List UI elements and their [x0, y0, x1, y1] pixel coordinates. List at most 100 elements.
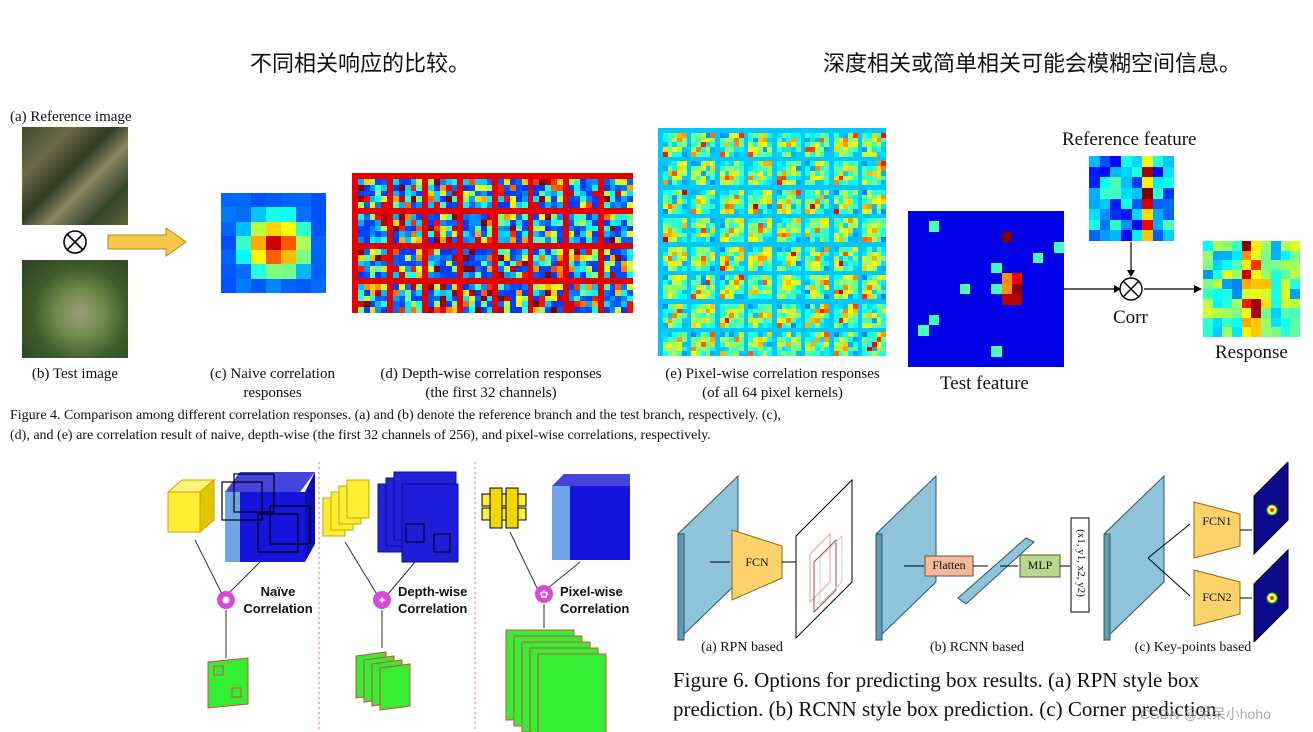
heatmap-cell — [1022, 314, 1033, 326]
heatmap-cell — [556, 243, 563, 249]
heatmap-cell — [672, 251, 677, 257]
heatmap-cell — [980, 283, 992, 295]
heatmap-cell — [781, 151, 787, 157]
heatmap-cell — [795, 161, 801, 166]
heatmap-cell — [580, 202, 587, 208]
heatmap-cell — [939, 211, 950, 222]
heatmap-cell — [700, 303, 706, 309]
heatmap-cell — [556, 289, 563, 296]
heatmap-cell — [410, 208, 417, 214]
heatmap-cell — [762, 185, 768, 190]
heatmap-cell — [428, 295, 434, 302]
heatmap-cell — [428, 178, 434, 185]
heatmap-cell — [681, 218, 687, 223]
heatmap-cell — [819, 299, 825, 304]
heatmap-cell — [1022, 221, 1033, 232]
heatmap-cell — [729, 251, 734, 257]
heatmap-cell — [762, 189, 768, 195]
heatmap-cell — [700, 351, 706, 356]
heatmap-cell — [881, 275, 886, 280]
heatmap-cell — [838, 337, 844, 342]
heatmap-cell — [719, 242, 725, 247]
heatmap-cell — [521, 289, 528, 296]
heatmap-cell — [387, 248, 393, 255]
heatmap-cell — [398, 213, 405, 220]
heatmap-cell — [352, 289, 358, 296]
heatmap-cell — [627, 190, 633, 197]
heatmap-cell — [539, 178, 546, 185]
heatmap-cell — [510, 254, 516, 261]
heatmap-cell — [753, 332, 758, 337]
heatmap-cell — [867, 147, 872, 152]
heatmap-cell — [805, 194, 810, 200]
heatmap-cell — [748, 294, 753, 299]
heatmap-cell — [662, 132, 668, 138]
heatmap-cell — [221, 235, 236, 251]
heatmap-cell — [729, 194, 734, 200]
heatmap-cell — [410, 184, 417, 191]
heatmap-cell — [833, 199, 839, 204]
heatmap-cell — [814, 242, 820, 247]
heatmap-cell — [1043, 346, 1054, 357]
heatmap-cell — [375, 173, 382, 179]
heatmap-cell — [672, 303, 677, 309]
heatmap-cell — [691, 137, 696, 143]
heatmap-cell — [1001, 242, 1012, 253]
heatmap-cell — [662, 251, 668, 257]
heatmap-cell — [574, 196, 581, 203]
heatmap-cell — [504, 278, 511, 284]
heatmap-cell — [691, 284, 696, 290]
heatmap-cell — [439, 208, 446, 214]
heatmap-cell — [862, 289, 867, 295]
heatmap-cell — [597, 272, 604, 278]
heatmap-cell — [658, 313, 663, 318]
heatmap-cell — [843, 289, 848, 295]
heatmap-cell — [795, 185, 801, 190]
heatmap-cell — [843, 137, 848, 143]
heatmap-cell — [696, 275, 701, 280]
heatmap-cell — [753, 299, 758, 304]
heatmap-cell — [762, 251, 768, 257]
heatmap-cell — [416, 254, 423, 261]
heatmap-cell — [881, 246, 886, 252]
heatmap-cell — [592, 295, 598, 302]
heatmap-cell — [681, 332, 687, 337]
heatmap-cell — [667, 223, 673, 228]
heatmap-cell — [667, 275, 673, 280]
heatmap-cell — [416, 208, 423, 214]
heatmap-cell — [843, 132, 848, 138]
heatmap-cell — [609, 184, 616, 191]
heatmap-cell — [795, 232, 801, 238]
heatmap-cell — [375, 283, 382, 290]
heatmap-cell — [410, 254, 417, 261]
heatmap-cell — [422, 190, 429, 197]
heatmap-cell — [691, 251, 696, 257]
heatmap-cell — [805, 227, 810, 233]
heatmap-cell — [748, 341, 753, 347]
heatmap-cell — [772, 156, 777, 162]
heatmap-cell — [748, 308, 753, 314]
heatmap-cell — [691, 270, 696, 276]
heatmap-cell — [586, 196, 593, 203]
heatmap-cell — [876, 128, 882, 133]
heatmap-cell — [980, 356, 992, 367]
heatmap-cell — [848, 337, 853, 342]
heatmap-cell — [1099, 219, 1111, 231]
heatmap-cell — [445, 248, 452, 255]
heatmap-cell — [970, 262, 981, 274]
heatmap-cell — [824, 318, 829, 323]
heatmap-cell — [928, 252, 940, 263]
heatmap-cell — [881, 289, 886, 295]
heatmap-cell — [857, 303, 863, 309]
heatmap-cell — [410, 196, 417, 203]
heatmap-cell — [658, 147, 663, 152]
heatmap-cell — [753, 322, 758, 328]
heatmap-cell — [658, 327, 663, 333]
heatmap-cell — [681, 232, 687, 238]
heatmap-cell — [681, 256, 687, 261]
heatmap-cell — [970, 211, 981, 222]
heatmap-cell — [970, 273, 981, 284]
heatmap-cell — [814, 251, 820, 257]
heatmap-cell — [486, 184, 493, 191]
heatmap-cell — [556, 184, 563, 191]
